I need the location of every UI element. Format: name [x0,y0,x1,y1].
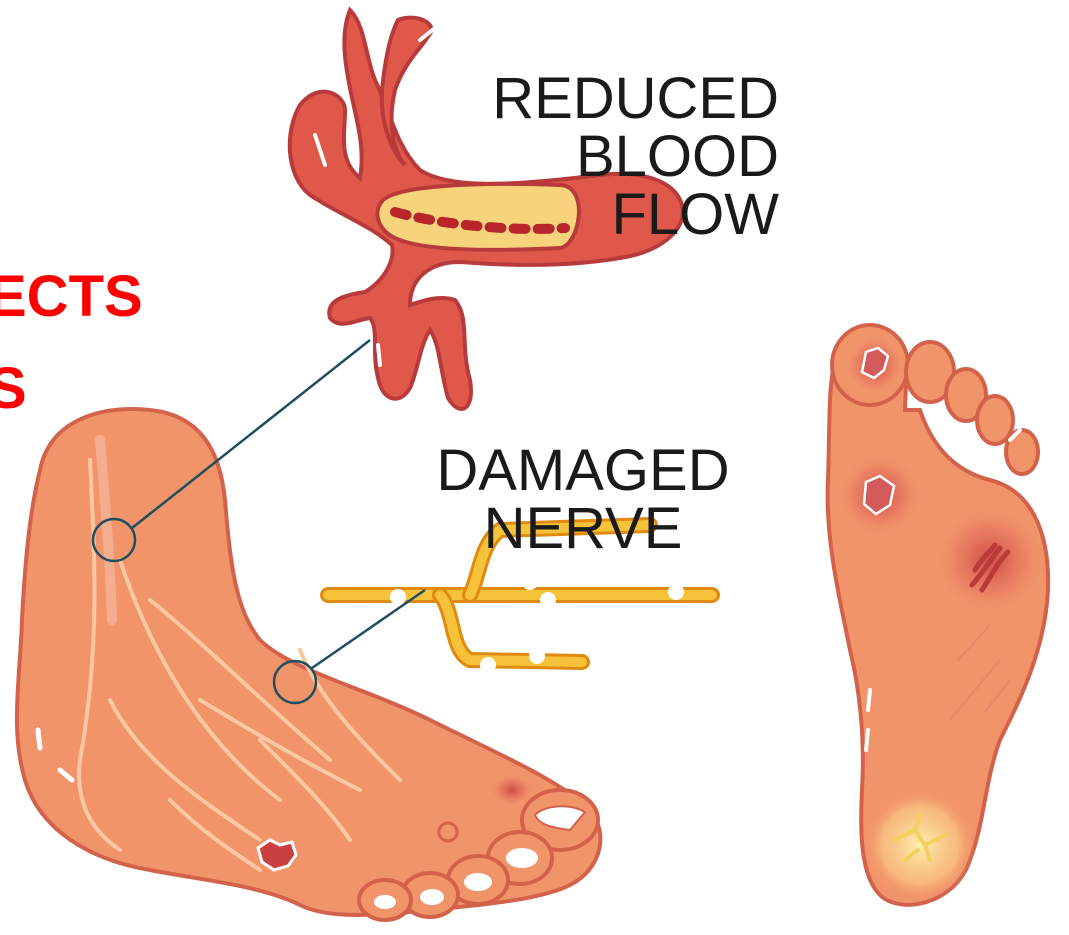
blood-label-line-3: FLOW [492,186,779,244]
cropped-heading-line-1: ECTS [0,268,143,326]
blood-label-line-2: BLOOD [492,128,779,186]
cropped-heading-line-2: S [0,360,27,418]
nerve-label-line-1: DAMAGED [418,442,748,500]
reduced-blood-flow-label: REDUCED BLOOD FLOW [492,70,779,244]
nerve-label-line-2: NERVE [418,500,748,558]
blood-label-line-1: REDUCED [492,70,779,128]
foot-sole-view [828,325,1049,905]
damaged-nerve-label: DAMAGED NERVE [418,442,748,558]
